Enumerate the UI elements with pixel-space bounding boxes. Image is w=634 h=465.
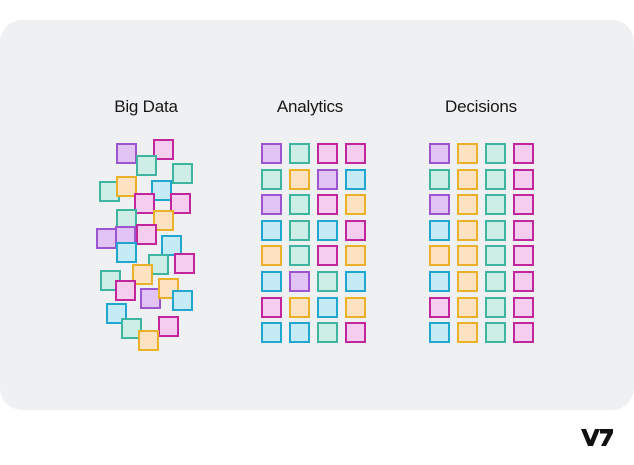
analytics-square [345, 245, 366, 267]
decision-square [457, 194, 478, 216]
decision-square [429, 296, 450, 318]
decision-square [429, 194, 450, 216]
decision-square [485, 271, 506, 292]
decision-square [457, 271, 478, 292]
analytics-square [289, 245, 310, 267]
data-square [151, 180, 172, 201]
analytics-square [289, 322, 310, 344]
data-square [170, 193, 191, 214]
decision-square [485, 168, 506, 190]
data-square [172, 163, 193, 184]
decision-square [457, 219, 478, 241]
analytics-square [317, 219, 338, 241]
decision-square [457, 143, 478, 164]
decision-square [513, 143, 534, 164]
decision-square [429, 219, 450, 241]
analytics-square [345, 271, 366, 292]
analytics-square [289, 168, 310, 190]
decision-square [457, 322, 478, 344]
analytics-square [345, 219, 366, 241]
decision-square [429, 168, 450, 190]
decision-square [513, 245, 534, 267]
analytics-square [289, 296, 310, 318]
decision-square [513, 271, 534, 292]
decision-square [457, 168, 478, 190]
analytics-square [345, 143, 366, 164]
decision-square [429, 271, 450, 292]
data-square [136, 155, 157, 176]
data-square [174, 253, 195, 274]
analytics-square [317, 194, 338, 216]
data-square [134, 193, 155, 214]
data-square [116, 143, 137, 164]
analytics-square [317, 143, 338, 164]
data-square [153, 210, 174, 231]
decision-square [485, 194, 506, 216]
decision-square [513, 168, 534, 190]
analytics-square [317, 322, 338, 344]
data-square [153, 139, 174, 160]
data-square [96, 228, 117, 249]
analytics-square [261, 245, 282, 267]
analytics-square [317, 168, 338, 190]
decision-square [485, 219, 506, 241]
decision-square [485, 296, 506, 318]
analytics-square [289, 271, 310, 292]
analytics-square [261, 194, 282, 216]
decision-square [485, 322, 506, 344]
decision-square [513, 219, 534, 241]
v7-logo-icon [581, 429, 613, 446]
analytics-square [317, 245, 338, 267]
analytics-square [317, 296, 338, 318]
analytics-square [345, 168, 366, 190]
decisions-heading: Decisions [445, 97, 517, 116]
data-square [116, 242, 137, 263]
data-square [172, 290, 193, 311]
data-square [158, 316, 179, 337]
analytics-square [289, 219, 310, 241]
analytics-square [261, 219, 282, 241]
decision-square [513, 194, 534, 216]
analytics-square [345, 322, 366, 344]
big-data-heading: Big Data [114, 97, 178, 116]
analytics-square [261, 271, 282, 292]
analytics-square [261, 296, 282, 318]
decision-square [457, 245, 478, 267]
decision-square [429, 245, 450, 267]
data-square [136, 224, 157, 245]
decision-square [429, 322, 450, 344]
data-square [161, 235, 182, 256]
analytics-square [317, 271, 338, 292]
analytics-square [289, 194, 310, 216]
decision-square [429, 143, 450, 164]
decision-square [485, 143, 506, 164]
analytics-square [345, 296, 366, 318]
data-square [121, 318, 142, 339]
data-square [115, 280, 136, 301]
analytics-square [289, 143, 310, 164]
data-square [132, 264, 153, 285]
decision-square [485, 245, 506, 267]
data-square [116, 176, 137, 197]
data-square [138, 330, 159, 351]
analytics-square [261, 143, 282, 164]
decision-square [457, 296, 478, 318]
analytics-square [345, 194, 366, 216]
analytics-square [261, 322, 282, 344]
decision-square [513, 322, 534, 344]
decision-square [513, 296, 534, 318]
analytics-heading: Analytics [276, 97, 344, 116]
analytics-square [261, 168, 282, 190]
